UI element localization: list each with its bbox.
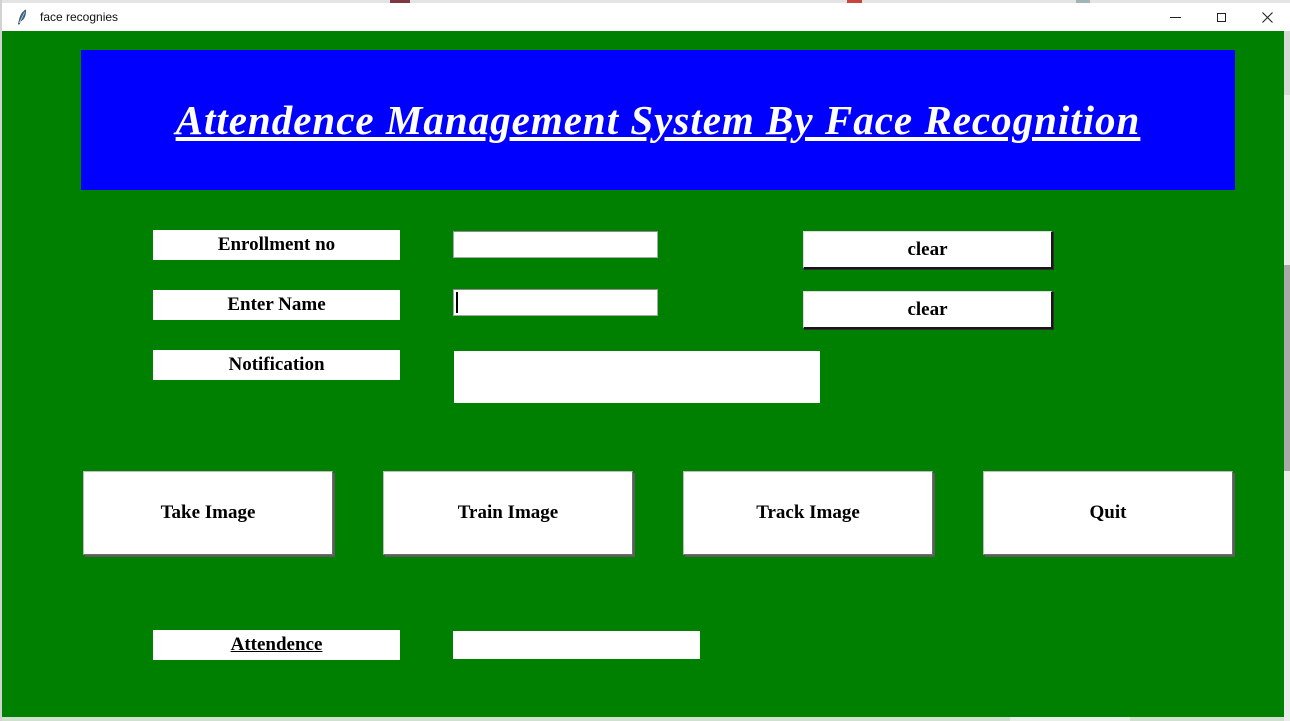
banner-title: Attendence Management System By Face Rec… (175, 97, 1141, 143)
minimize-icon (1169, 16, 1181, 18)
python-feather-icon (14, 9, 30, 25)
screen-top-edge (0, 0, 1290, 3)
enrollment-input[interactable] (454, 232, 657, 257)
screen-bottom-edge (0, 717, 1284, 721)
background-window-fragment (847, 0, 862, 3)
name-label: Enter Name (153, 290, 400, 320)
quit-button[interactable]: Quit (983, 471, 1233, 555)
clear-name-button[interactable]: clear (803, 291, 1053, 329)
take-image-button[interactable]: Take Image (83, 471, 333, 555)
notification-label: Notification (153, 350, 400, 380)
name-input-box (453, 289, 658, 316)
track-image-button[interactable]: Track Image (683, 471, 933, 555)
notification-display (454, 351, 820, 403)
attendance-display (453, 631, 700, 659)
background-window-fragment (390, 0, 410, 3)
maximize-button[interactable] (1198, 3, 1244, 31)
background-scrollbar-track (1284, 31, 1290, 95)
train-image-button[interactable]: Train Image (383, 471, 633, 555)
enrollment-label: Enrollment no (153, 230, 400, 260)
background-window-fragment (1010, 717, 1130, 721)
titlebar: face recognies (0, 3, 1290, 31)
clear-enrollment-button[interactable]: clear (803, 231, 1053, 269)
text-caret (456, 292, 458, 313)
window-title: face recognies (40, 10, 119, 24)
background-scrollbar-thumb (1284, 265, 1290, 471)
window-left-border (0, 0, 2, 721)
minimize-button[interactable] (1152, 3, 1198, 31)
maximize-icon (1216, 12, 1226, 22)
banner: Attendence Management System By Face Rec… (81, 50, 1235, 190)
background-window-fragment (1076, 0, 1090, 3)
attendance-label: Attendence (153, 630, 400, 660)
enrollment-input-box (453, 231, 658, 258)
name-input[interactable] (454, 290, 657, 315)
close-icon (1261, 11, 1273, 23)
background-scrollbar-strip (1284, 31, 1290, 721)
close-button[interactable] (1244, 3, 1290, 31)
window-controls (1152, 3, 1290, 31)
